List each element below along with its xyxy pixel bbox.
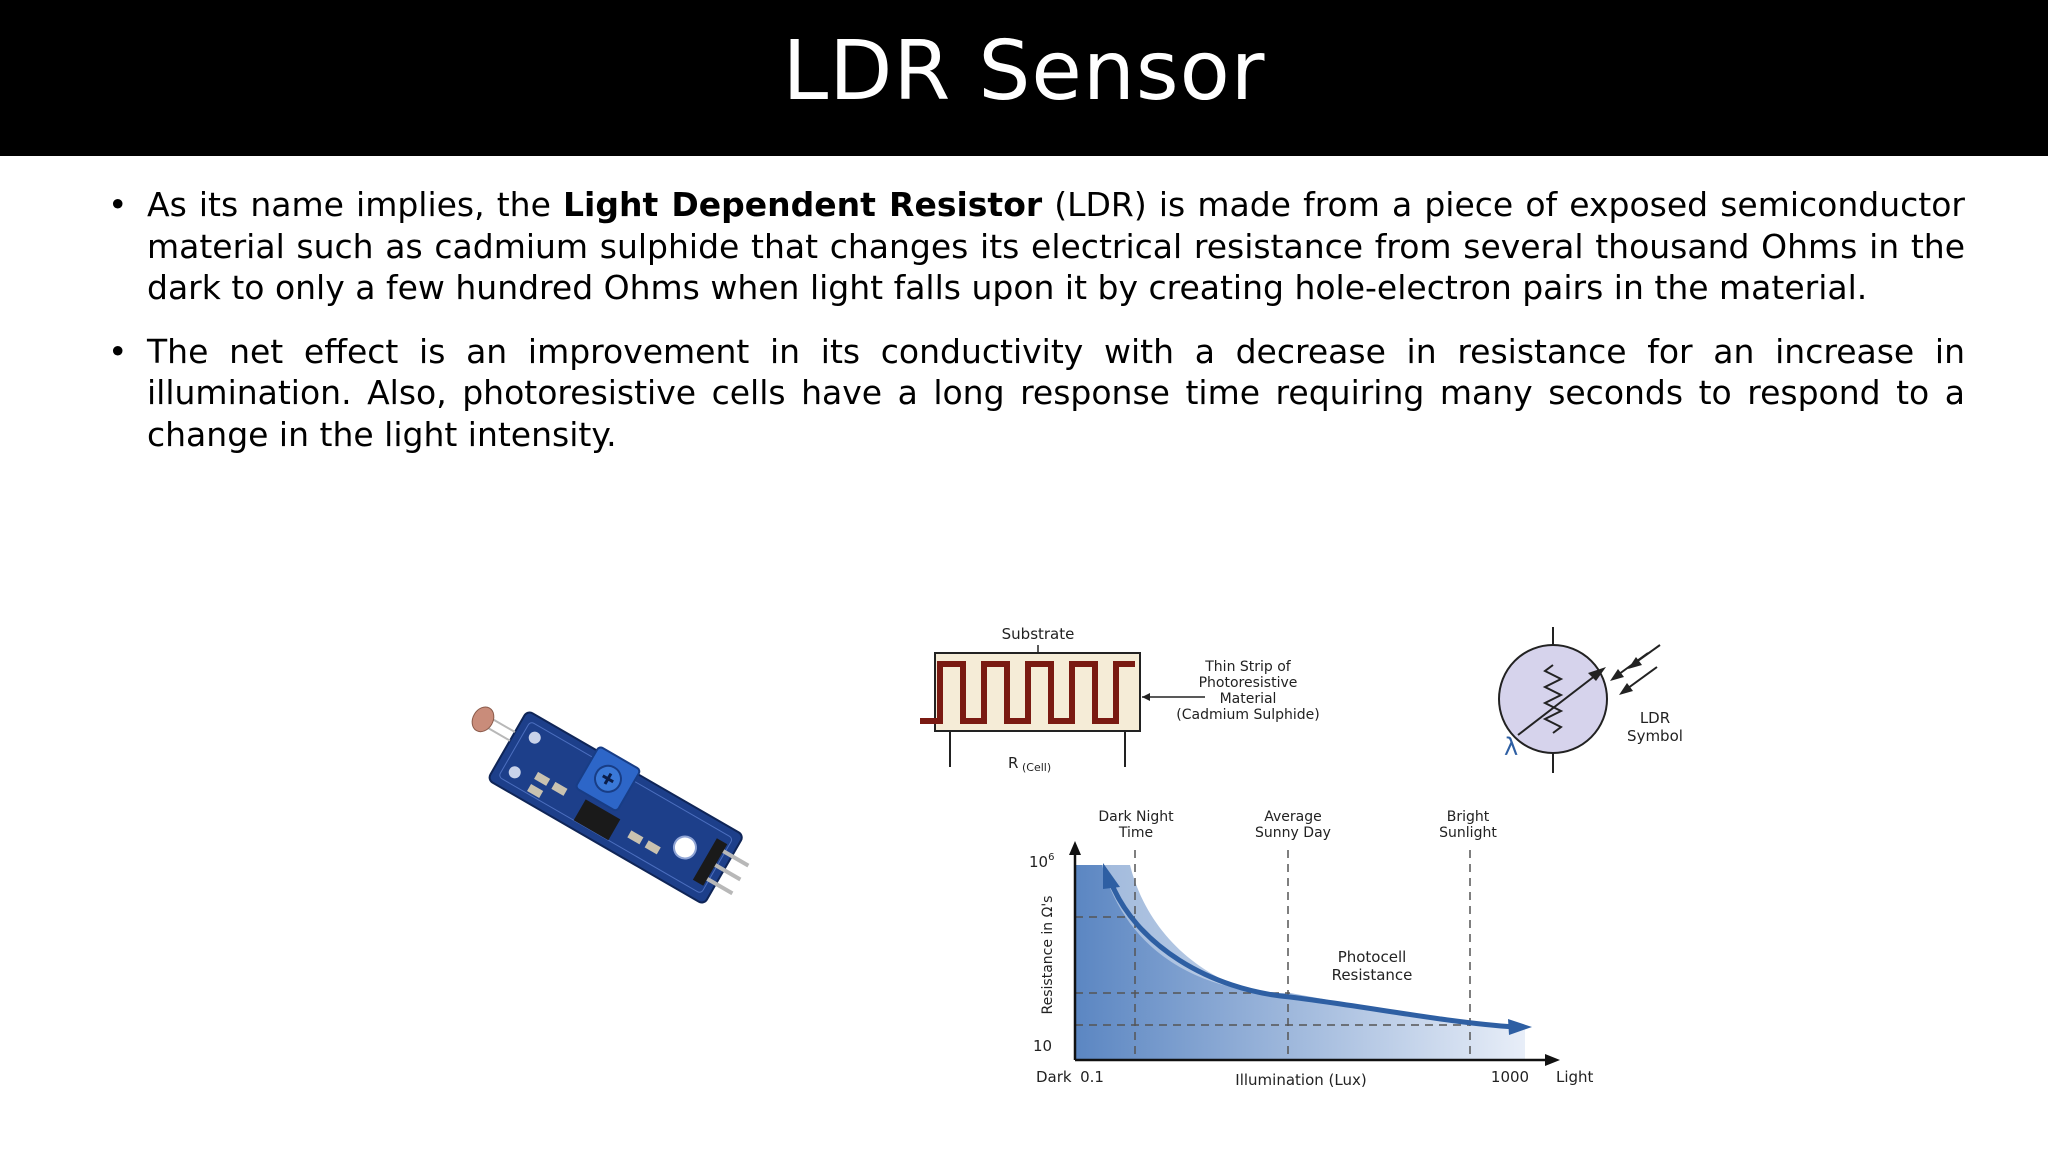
resistance-graph: Dark Night Time Average Sunny Day Bright…	[1029, 809, 1594, 1089]
strip-label-2: Photoresistive	[1199, 675, 1298, 691]
x-axis-label: Illumination (Lux)	[1235, 1071, 1366, 1089]
ldr-module-image	[471, 706, 750, 904]
ldr-symbol: λ LDR Symbol	[1498, 627, 1683, 773]
marker-sunny-day-2: Sunny Day	[1255, 825, 1331, 841]
x-dark-label: Dark	[1036, 1068, 1072, 1086]
strip-label-1: Thin Strip of	[1204, 659, 1292, 675]
cell-diagram: Substrate R (Cell) Thin Strip of Photore…	[920, 625, 1320, 774]
r-label: R	[1008, 754, 1018, 772]
marker-bright-sunlight-2: Sunlight	[1439, 825, 1497, 841]
bullet-text-post: (LDR) is made from a piece of exposed se…	[147, 185, 1965, 307]
lambda-label: λ	[1504, 733, 1518, 761]
x-tick-01: 0.1	[1080, 1068, 1104, 1086]
bullet-item: • The net effect is an improvement in its…	[108, 331, 1965, 456]
bullet-text-bold: Light Dependent Resistor	[563, 185, 1043, 224]
marker-dark-night-1: Dark Night	[1098, 809, 1174, 825]
curve-label-2: Resistance	[1332, 966, 1413, 984]
y-axis-label: Resistance in Ω's	[1040, 896, 1056, 1015]
slide-title: LDR Sensor	[782, 24, 1266, 119]
bullet-list: • As its name implies, the Light Dependen…	[108, 184, 1965, 477]
bullet-text-pre: The net effect is an improvement in its …	[147, 331, 1965, 454]
y-tick-bottom: 10	[1033, 1037, 1052, 1055]
bullet-dot: •	[108, 331, 128, 371]
photocell-resistance-curve	[1107, 879, 1516, 1030]
x-tick-1000: 1000	[1491, 1068, 1529, 1086]
bullet-item: • As its name implies, the Light Dependen…	[108, 184, 1965, 309]
strip-label-3: Material	[1220, 691, 1277, 707]
curve-label-1: Photocell	[1338, 948, 1407, 966]
r-sub-label: (Cell)	[1022, 761, 1051, 774]
marker-sunny-day-1: Average	[1264, 809, 1322, 825]
strip-label-4: (Cadmium Sulphide)	[1176, 707, 1319, 723]
ldr-symbol-label-1: LDR	[1640, 709, 1670, 727]
ldr-figure: Substrate R (Cell) Thin Strip of Photore…	[920, 625, 1683, 1089]
marker-dark-night-2: Time	[1118, 825, 1153, 841]
bullet-text-pre: As its name implies, the	[147, 185, 564, 224]
ldr-symbol-label-2: Symbol	[1627, 727, 1683, 745]
title-bar: LDR Sensor	[0, 0, 2048, 156]
x-light-label: Light	[1556, 1068, 1594, 1086]
y-tick-top: 106	[1029, 852, 1054, 871]
bullet-dot: •	[108, 185, 128, 224]
marker-bright-sunlight-1: Bright	[1447, 809, 1490, 825]
substrate-label: Substrate	[1002, 625, 1075, 643]
